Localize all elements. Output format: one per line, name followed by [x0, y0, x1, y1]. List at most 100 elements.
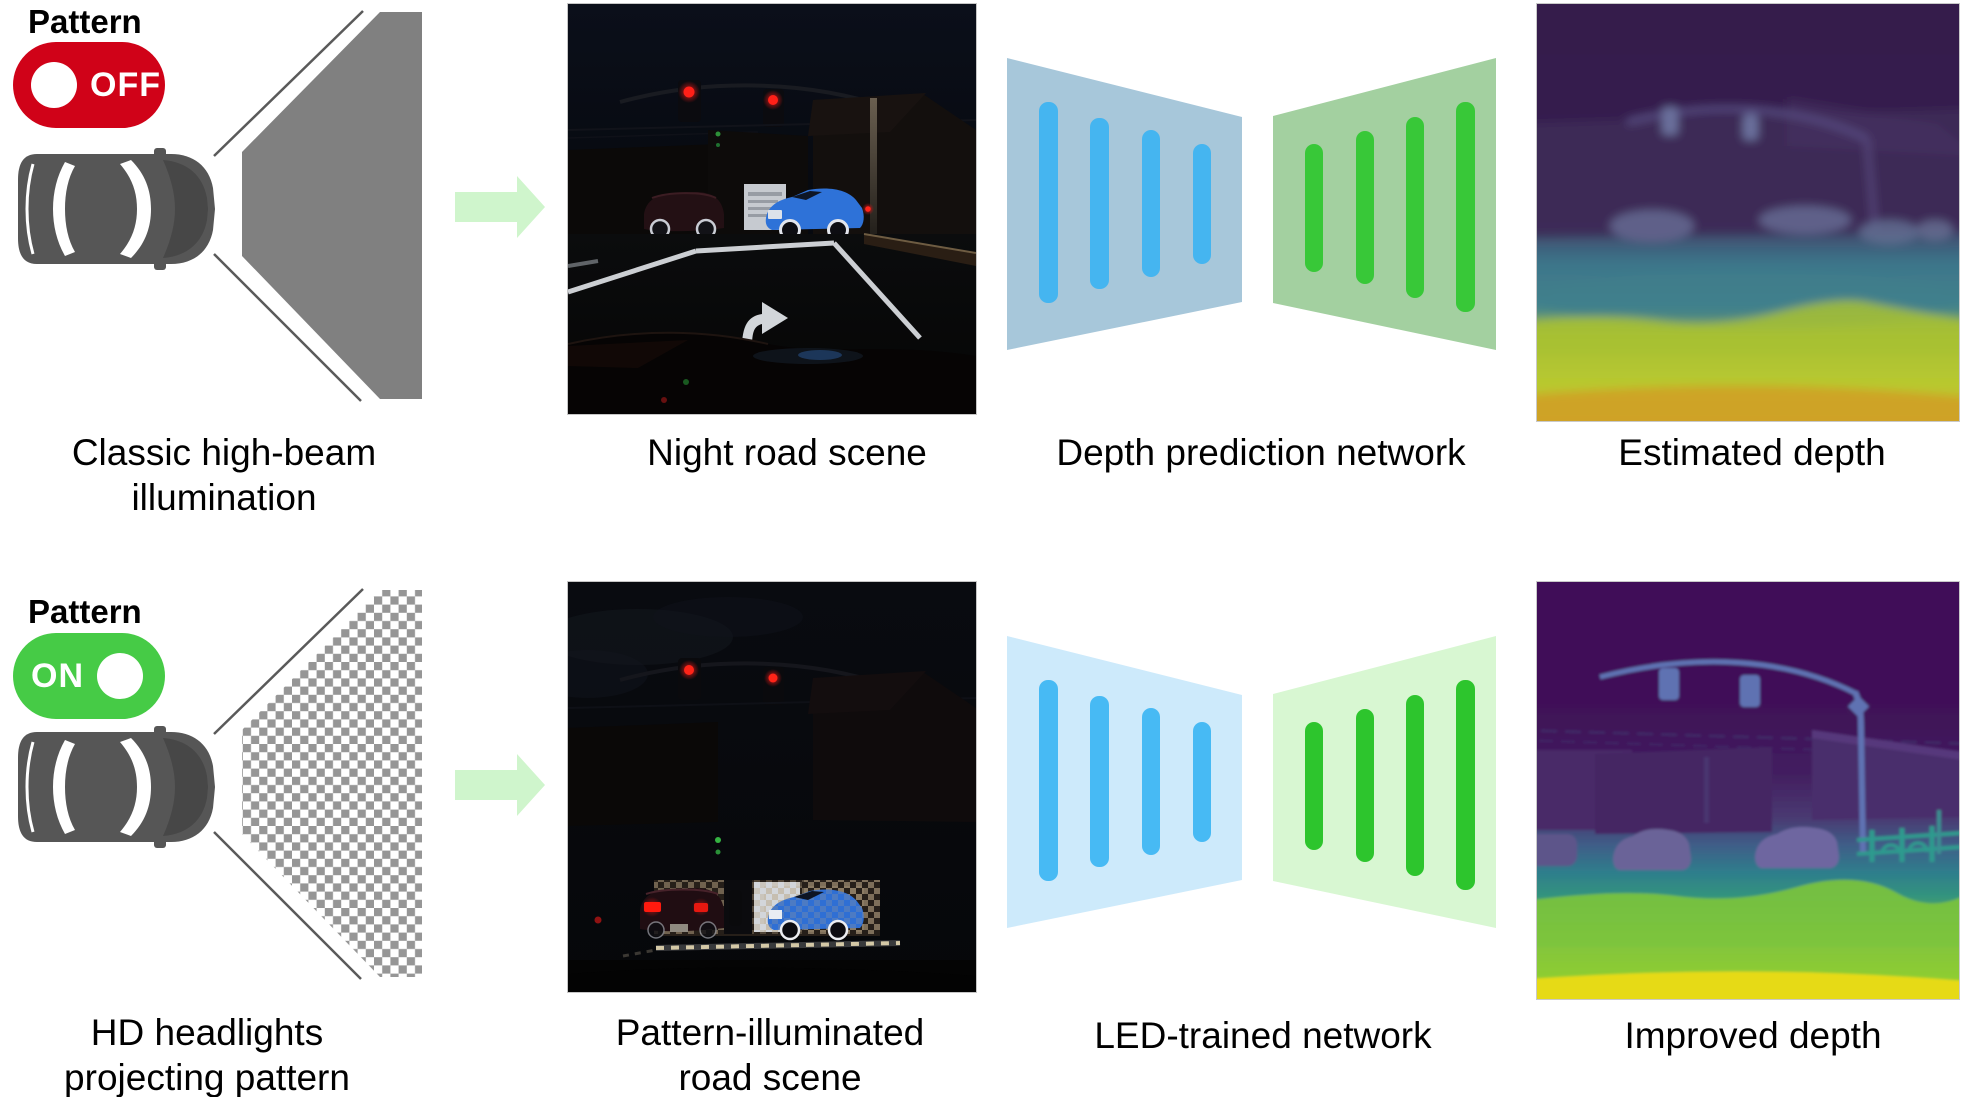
depth-post [1704, 757, 1709, 823]
depth-fence [1856, 826, 1959, 862]
depth-traffic-light [1740, 675, 1760, 707]
hood-reflection [798, 350, 842, 360]
car-top-view-icon [18, 726, 215, 848]
hood-edge [568, 331, 769, 345]
car-hood [163, 160, 208, 258]
depth-traffic-light [1743, 114, 1758, 140]
highbeam-cone [213, 10, 422, 402]
beam-edge-line [213, 253, 362, 402]
hood-reflection [568, 340, 688, 368]
caption-night-road-scene: Night road scene [647, 432, 927, 473]
depth-traffic-light [1662, 107, 1678, 135]
led-trained-network-diagram [1007, 636, 1496, 928]
caption-hd-headlights: HD headlights projecting pattern [64, 1012, 350, 1097]
flow-arrow-icon [455, 754, 545, 816]
green-signal-dot [715, 849, 721, 855]
depth-car [1537, 834, 1577, 866]
depth-near-ground [1537, 971, 1959, 999]
caption-led-trained-network: LED-trained network [1094, 1015, 1432, 1056]
green-signal-dot [716, 143, 720, 147]
brake-light [865, 206, 871, 212]
toggle-knob [97, 653, 143, 699]
depth-car-blob [1610, 210, 1694, 242]
car-trunk-line [25, 163, 35, 255]
encoder-layers [1039, 102, 1211, 303]
car-rear-window [53, 740, 75, 834]
estimated-depth-image [1536, 3, 1960, 422]
cloud [568, 650, 648, 698]
depth-roof [1787, 99, 1959, 156]
beam-edge-line [213, 831, 362, 980]
pattern-road-line [622, 948, 657, 958]
pattern-beam-cone [213, 588, 422, 980]
car-hood-silhouette [568, 967, 976, 992]
depth-traffic-light [1659, 668, 1679, 700]
car-top-view-icon [18, 148, 215, 270]
encoder-trapezoid [1007, 636, 1242, 928]
decoder-layers [1305, 680, 1475, 890]
encoder-trapezoid [1007, 58, 1242, 350]
depth-pole [1864, 138, 1878, 231]
blue-car [765, 188, 864, 241]
depth-roofline [1812, 730, 1959, 760]
depth-building [1595, 747, 1772, 834]
depth-power-line [1537, 729, 1959, 745]
depth-mast-arm [1626, 106, 1869, 142]
row-classic-highbeam: Pattern OFF [13, 3, 1960, 518]
beam-edge-line [213, 10, 364, 157]
lane-marking [568, 259, 599, 268]
beam-checkerboard-polygon [242, 590, 422, 977]
caption-estimated-depth: Estimated depth [1618, 432, 1886, 473]
distant-taillight [594, 916, 602, 924]
cloud [568, 609, 733, 665]
lane-markings [568, 240, 922, 340]
encoder-layers [1039, 680, 1211, 881]
dash-reflection [683, 379, 689, 385]
building-eave [808, 671, 926, 714]
decoder-trapezoid [1273, 636, 1496, 928]
building-eave [808, 93, 926, 136]
pattern-toggle-off: OFF [13, 42, 165, 128]
depth-car-blob [1759, 206, 1851, 234]
depth-power-line [1537, 739, 1828, 751]
dash-reflection [661, 397, 667, 403]
pattern-label: Pattern [28, 593, 142, 630]
car-hood [163, 738, 208, 836]
depth-car [1755, 826, 1839, 868]
beam-polygon [242, 12, 422, 399]
car-windshield [120, 160, 151, 258]
toggle-state-label: ON [31, 656, 84, 695]
decoder-trapezoid [1273, 58, 1496, 350]
dark-car-taillights [640, 888, 724, 939]
depth-post [1937, 810, 1941, 854]
cloud [653, 597, 803, 637]
green-signal-dot [715, 837, 721, 843]
right-arrow [455, 754, 545, 816]
improved-depth-image [1536, 581, 1960, 1000]
turn-arrow-marking [742, 302, 788, 348]
night-road-scene-image [567, 3, 977, 415]
traffic-light [678, 658, 784, 705]
pattern-toggle-on: ON [13, 633, 165, 719]
right-arrow [455, 176, 545, 238]
depth-near-ground [1537, 385, 1959, 421]
depth-ground-wave [1537, 879, 1959, 947]
depth-blob [1917, 220, 1953, 240]
pattern-label: Pattern [28, 3, 142, 40]
toggle-knob [31, 62, 77, 108]
depth-car [1613, 828, 1691, 870]
green-signal-dot [715, 131, 721, 137]
decoder-layers [1305, 102, 1475, 312]
caption-depth-prediction-network: Depth prediction network [1056, 432, 1466, 473]
street-pole [870, 98, 877, 242]
car-rear-window [53, 162, 75, 256]
beam-edge-line [213, 588, 364, 735]
traffic-light [678, 80, 784, 127]
blue-car [764, 886, 864, 941]
building-silhouette [568, 722, 718, 826]
curb [864, 234, 976, 266]
caption-improved-depth: Improved depth [1624, 1015, 1882, 1056]
depth-ground-wave [1537, 300, 1959, 354]
flow-arrow-icon [455, 176, 545, 238]
